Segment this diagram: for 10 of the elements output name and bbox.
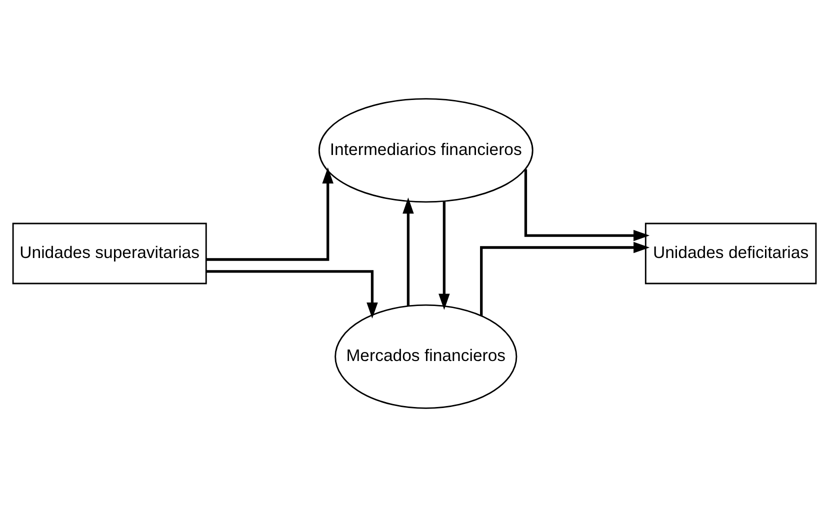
arrow xyxy=(480,241,650,316)
arrow xyxy=(402,196,414,306)
node-ellipse: Mercados financieros xyxy=(334,304,518,408)
arrow xyxy=(206,166,334,260)
node-box: Unidades superavitarias xyxy=(12,222,207,284)
node-ellipse: Intermediarios financieros xyxy=(318,98,534,202)
arrow xyxy=(438,200,450,310)
arrow xyxy=(524,168,650,241)
arrow xyxy=(206,270,378,318)
node-box: Unidades deficitarias xyxy=(644,222,817,284)
